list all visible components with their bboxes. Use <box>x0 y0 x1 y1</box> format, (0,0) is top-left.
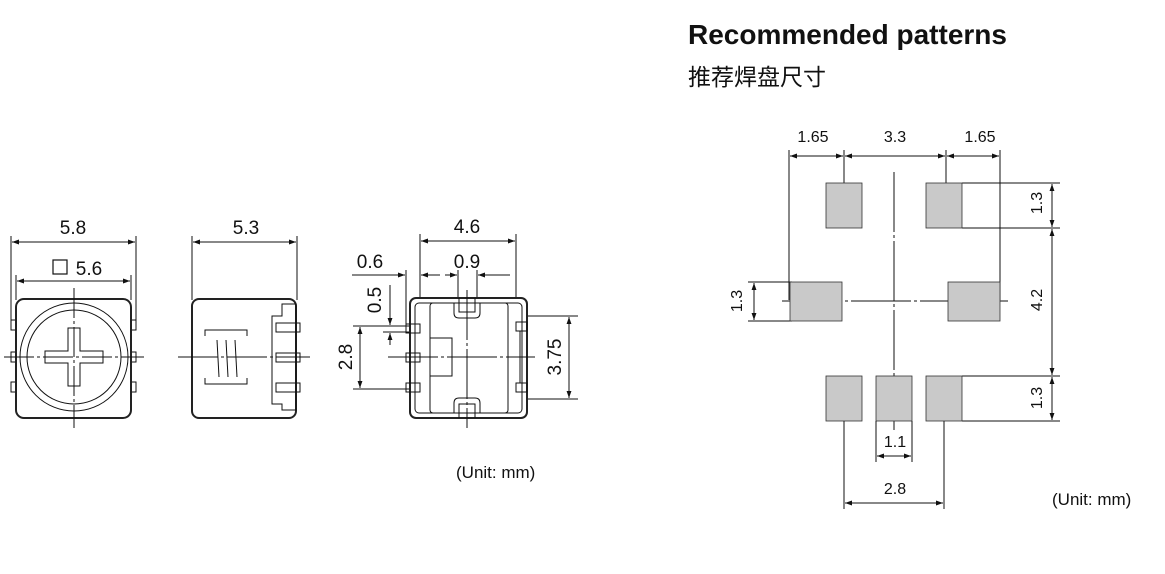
dim-terminal-width: 0.6 <box>357 252 383 273</box>
dim-side-width: 5.3 <box>233 218 259 239</box>
pad <box>925 182 963 229</box>
dim-left: 1.3 <box>729 290 746 312</box>
dim-top-right: 1.65 <box>964 129 995 146</box>
pad <box>789 281 843 322</box>
square-symbol-icon <box>52 259 68 275</box>
dim-bottom-width: 4.6 <box>454 217 480 238</box>
section-title: Recommended patterns <box>688 19 1007 50</box>
pad <box>947 281 1001 322</box>
cross-slot-icon <box>44 327 104 387</box>
dim-pad-width: 1.1 <box>884 434 906 451</box>
bottom-view: 4.6 0.6 0.9 0.5 2.8 3.75 <box>336 217 578 428</box>
dim-terminal-height: 0.5 <box>365 287 386 313</box>
dim-right-top: 1.3 <box>1029 192 1046 214</box>
unit-label-right: (Unit: mm) <box>1052 490 1132 509</box>
pad <box>875 375 913 422</box>
front-view: 5.8 5.6 <box>4 218 144 428</box>
unit-label-left: (Unit: mm) <box>456 463 536 482</box>
pad <box>925 375 963 422</box>
dim-width: 5.8 <box>60 218 86 239</box>
dim-right-mid: 4.2 <box>1029 289 1046 311</box>
pad <box>825 375 863 422</box>
dim-top-center: 3.3 <box>884 129 906 146</box>
dim-top-left: 1.65 <box>797 129 828 146</box>
dim-pad-pitch: 2.8 <box>884 481 906 498</box>
land-pattern: 1.65 3.3 1.65 1.3 4.2 1.3 1.3 1.1 2.8 <box>729 129 1060 509</box>
dim-right-bottom: 1.3 <box>1029 387 1046 409</box>
section-subtitle: 推荐焊盘尺寸 <box>688 65 826 91</box>
dim-outer-height: 3.75 <box>545 339 566 376</box>
dim-slot: 0.9 <box>454 252 480 273</box>
dim-knob: 5.6 <box>76 259 102 280</box>
pad <box>825 182 863 229</box>
dim-terminal-pitch: 2.8 <box>336 344 357 370</box>
side-view: 5.3 <box>178 218 310 419</box>
